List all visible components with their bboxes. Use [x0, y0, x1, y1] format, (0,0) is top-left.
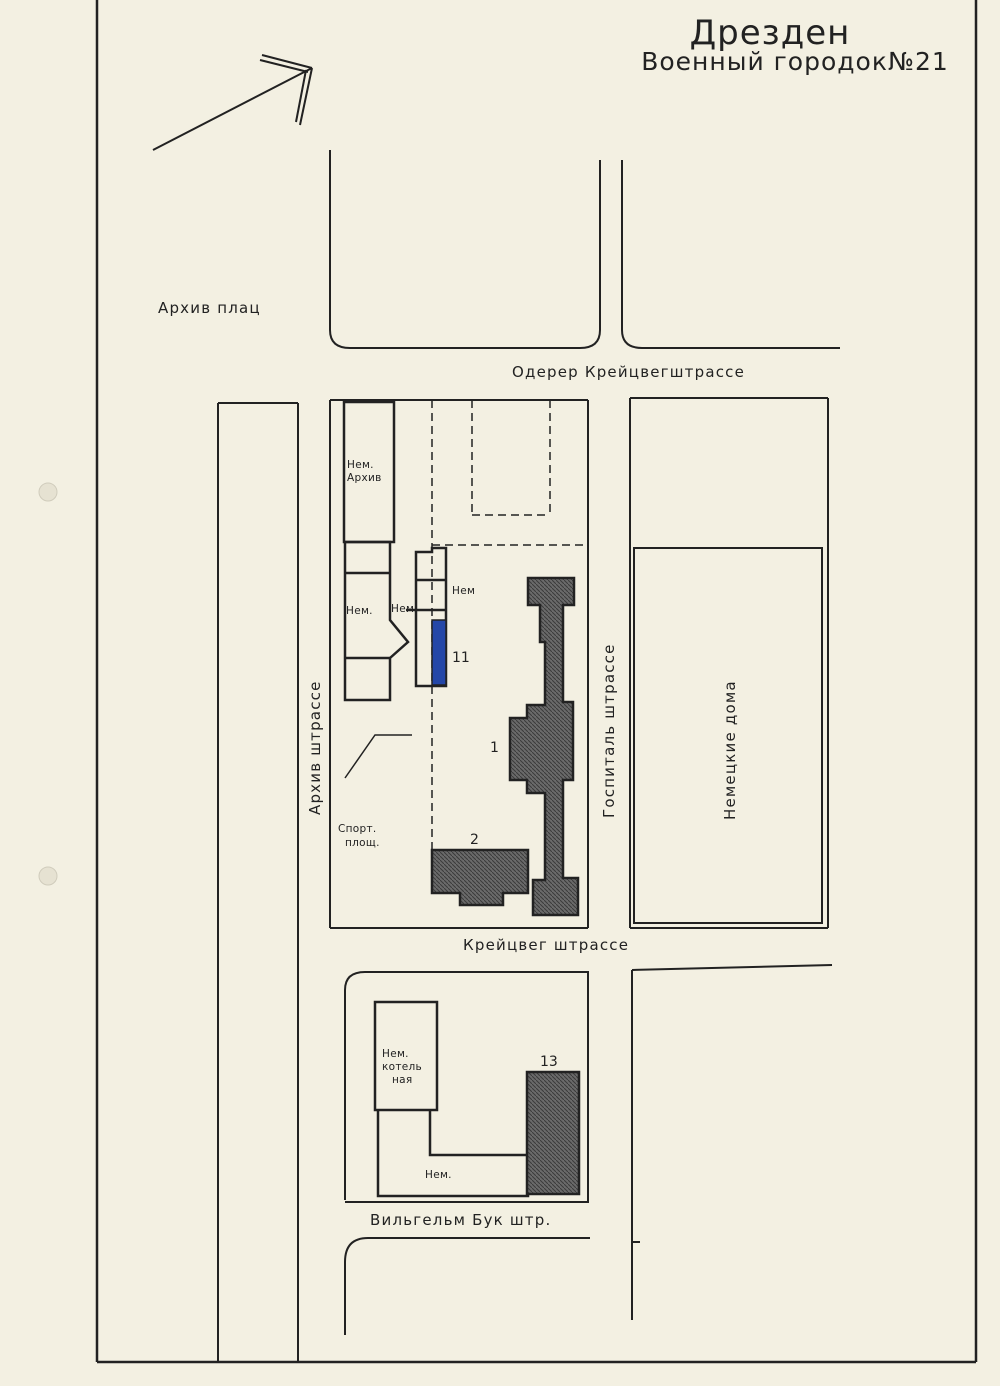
label-sport-2: площ. — [345, 837, 380, 849]
label-num-13: 13 — [540, 1054, 558, 1070]
hatched-buildings — [430, 576, 581, 1196]
label-nem-archiv-2: Архив — [347, 472, 382, 484]
sheet-frame — [95, 0, 978, 1364]
label-boiler-1: Нем. — [382, 1048, 409, 1060]
label-num-2: 2 — [470, 832, 479, 848]
street-outlines — [217, 150, 840, 1362]
label-sport-1: Спорт. — [338, 823, 377, 835]
label-num-11: 11 — [452, 650, 470, 666]
dashed-boundaries — [431, 400, 588, 850]
street-label-archiv-platz: Архив плац — [158, 299, 261, 317]
sport-ground-outline — [344, 734, 412, 779]
street-label-kreuzweg: Крейцвег штрассе — [463, 936, 629, 954]
outline-buildings — [342, 400, 530, 1198]
label-german-houses: Немецкие дома — [721, 680, 739, 820]
map-subtitle: Военный городок№21 — [641, 47, 949, 76]
map-title: Дрезден — [690, 13, 851, 53]
label-boiler-2: котель — [382, 1061, 422, 1073]
binder-hole-top — [38, 482, 58, 502]
label-nem-top: Нем — [452, 585, 475, 597]
label-nem-small: Нем — [391, 603, 414, 615]
street-label-wilhelm-buck: Вильгельм Бук штр. — [370, 1211, 551, 1229]
label-nem-1: Нем. — [346, 605, 373, 617]
building-11-highlight — [431, 619, 447, 686]
label-boiler-3: ная — [392, 1074, 413, 1086]
street-label-hospital-strasse: Госпиталь штрассе — [600, 643, 618, 818]
street-label-oderer: Одерер Крейцвегштрассе — [512, 363, 745, 381]
street-label-archiv-strasse: Архив штрассе — [306, 680, 324, 815]
north-arrow-icon — [152, 54, 313, 151]
label-num-1: 1 — [490, 740, 499, 756]
binder-hole-bottom — [38, 866, 58, 886]
label-nem-bottom: Нем. — [425, 1169, 452, 1181]
label-nem-archiv-1: Нем. — [347, 459, 374, 471]
